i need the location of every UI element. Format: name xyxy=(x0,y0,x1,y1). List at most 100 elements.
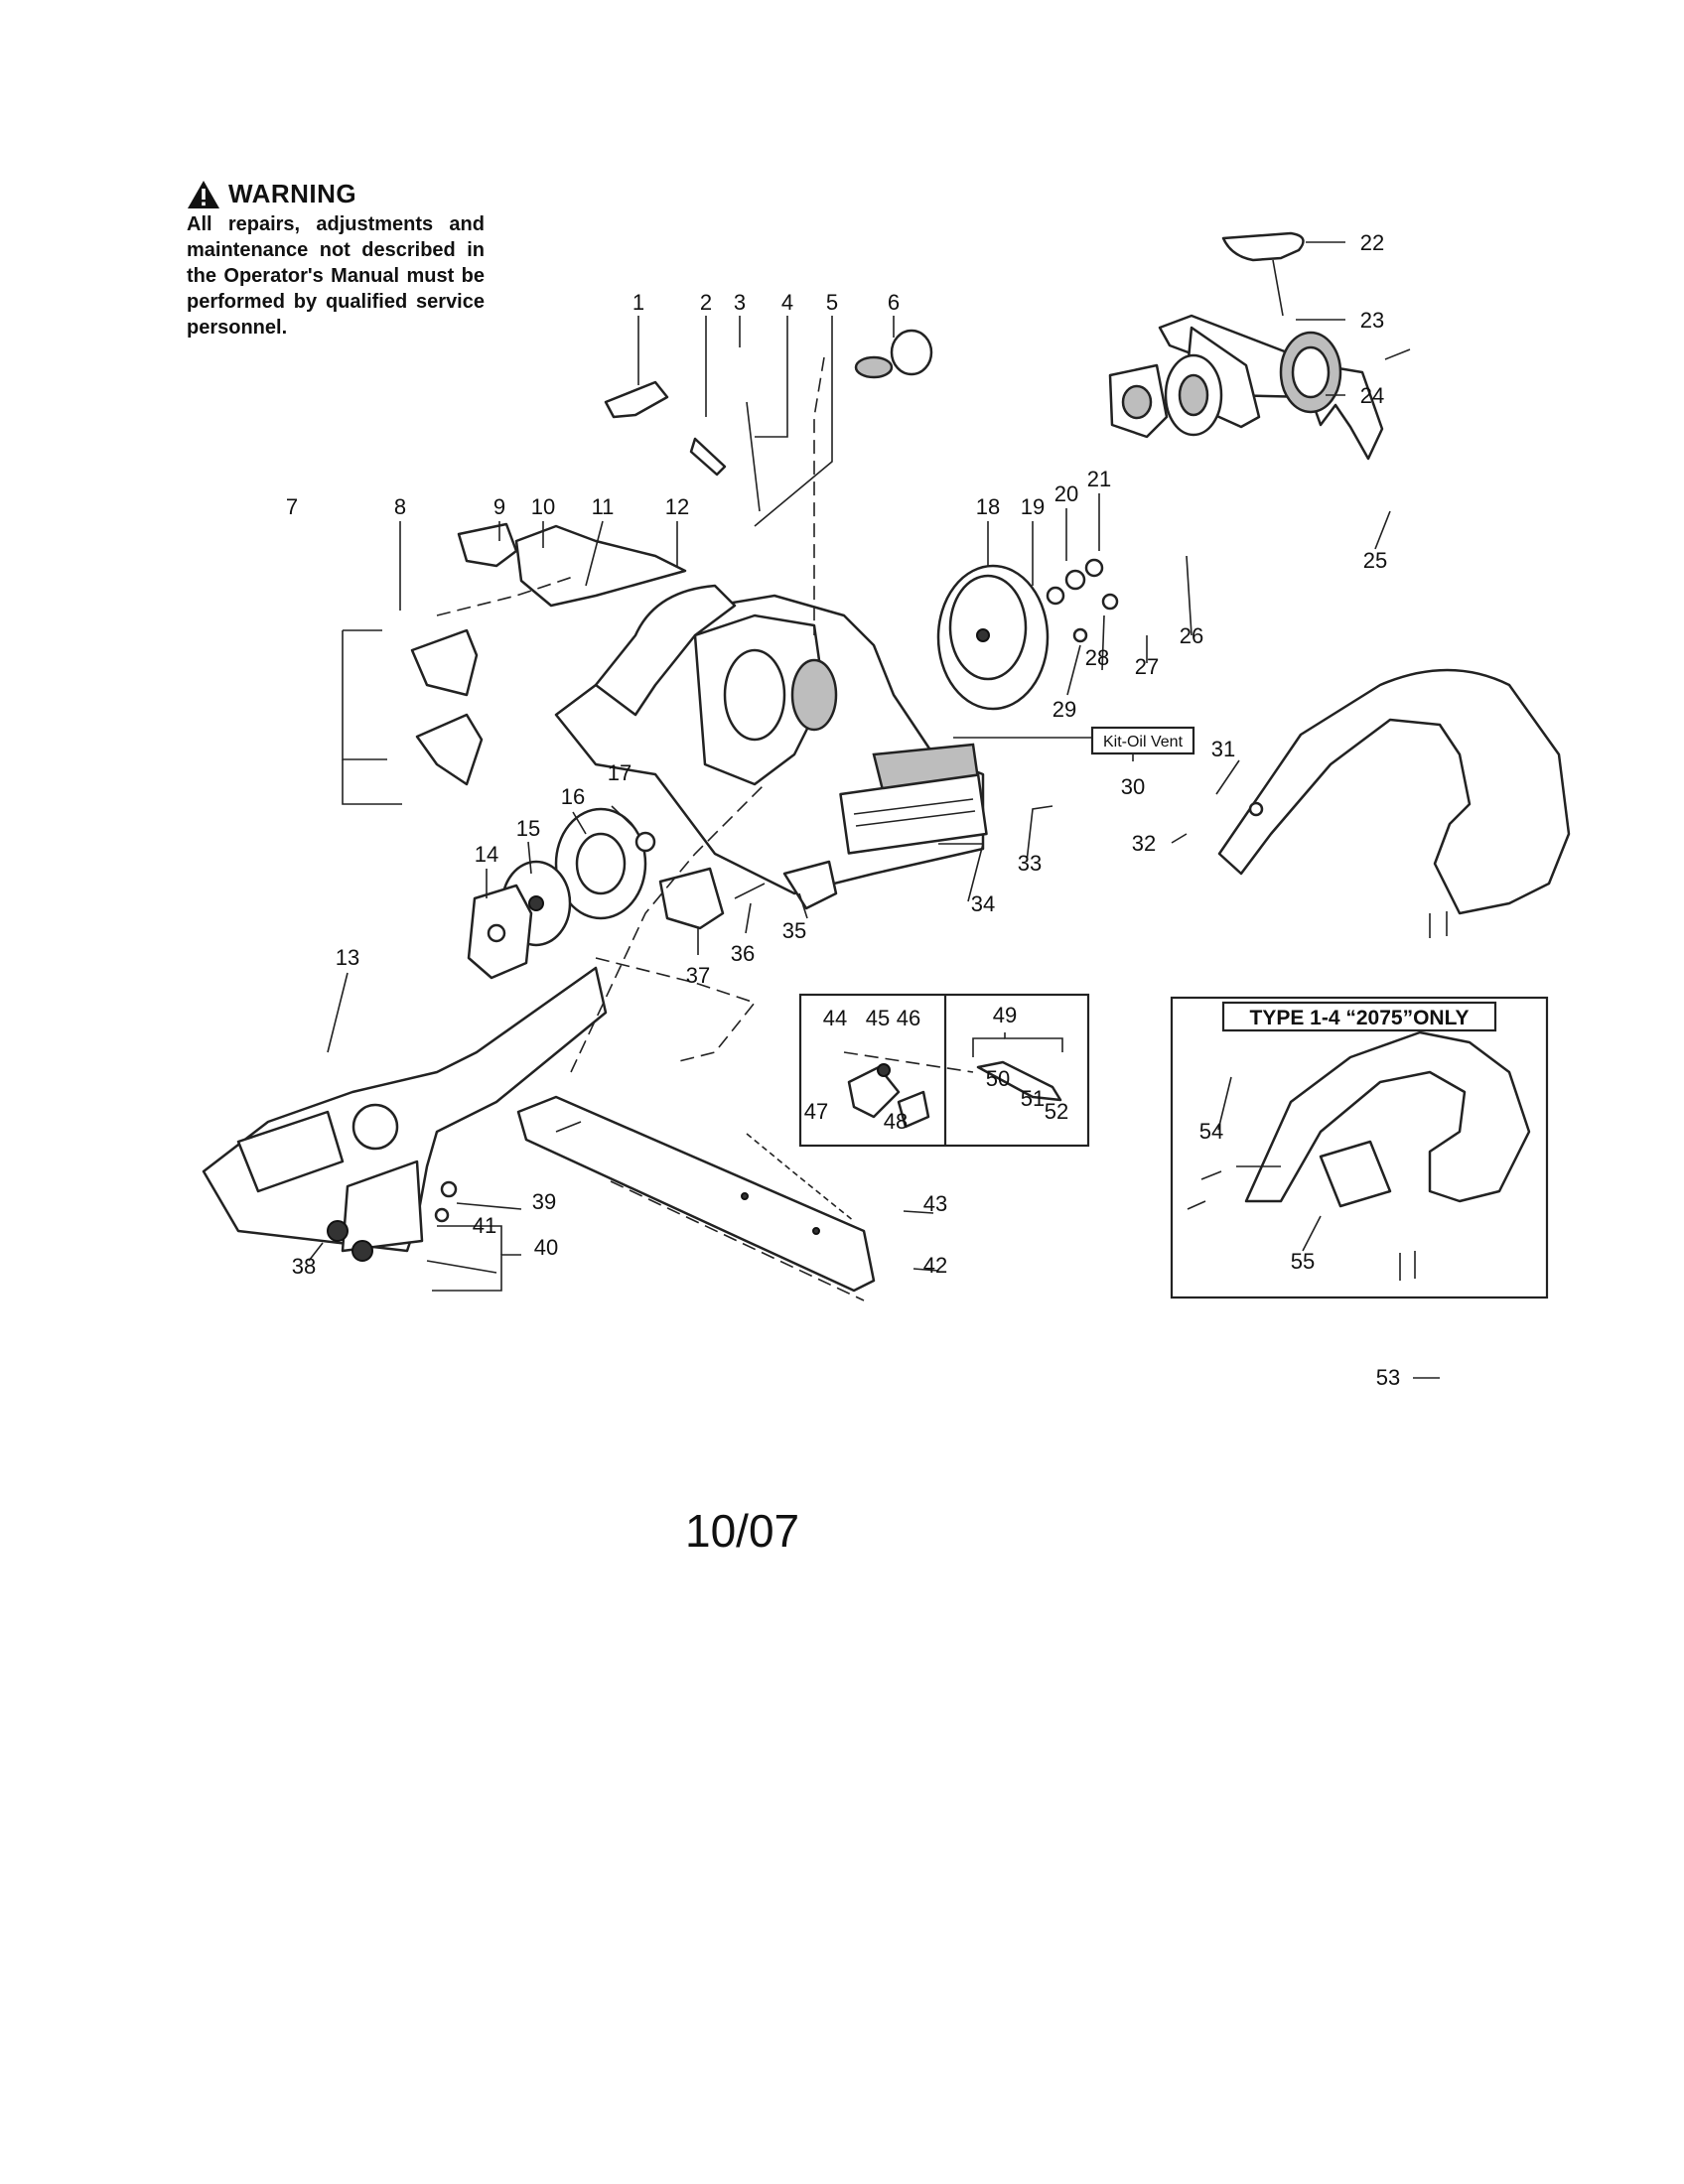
part-label-51: 51 xyxy=(1021,1086,1045,1111)
part-label-47: 47 xyxy=(804,1099,828,1124)
crankcase-body xyxy=(554,584,988,895)
part-label-25: 25 xyxy=(1363,548,1387,573)
part-label-34: 34 xyxy=(971,891,995,916)
assembly-line-c xyxy=(813,356,825,635)
type-label: TYPE 1-4 “2075”ONLY xyxy=(1250,1007,1470,1029)
type-1-4-inset xyxy=(1170,996,1549,1299)
throttle-lockout xyxy=(415,713,484,786)
part-label-52: 52 xyxy=(1045,1099,1068,1124)
part-label-50: 50 xyxy=(986,1066,1010,1091)
part-label-45: 45 xyxy=(866,1006,890,1030)
warning-triangle-icon xyxy=(188,180,219,208)
part-label-24: 24 xyxy=(1360,383,1384,408)
clutch-pawl xyxy=(1108,363,1169,439)
part-label-6: 6 xyxy=(888,290,900,315)
part-label-29: 29 xyxy=(1052,697,1076,722)
part-label-17: 17 xyxy=(608,760,632,785)
handle-front xyxy=(514,524,687,608)
guide-bar xyxy=(516,1095,876,1293)
part-label-42: 42 xyxy=(923,1253,947,1278)
leader-lines xyxy=(308,241,1440,1379)
part-label-48: 48 xyxy=(884,1109,908,1134)
throttle-lever xyxy=(604,380,727,477)
part-label-30: 30 xyxy=(1121,774,1145,799)
part-label-20: 20 xyxy=(1054,481,1078,506)
throttle-rod xyxy=(746,401,761,512)
part-label-40: 40 xyxy=(534,1235,558,1260)
part-label-43: 43 xyxy=(923,1191,947,1216)
oil-pump-cover xyxy=(658,867,725,930)
part-label-16: 16 xyxy=(561,784,585,809)
part-label-54: 54 xyxy=(1199,1119,1223,1144)
part-label-8: 8 xyxy=(394,494,406,519)
throttle-trigger xyxy=(410,628,479,697)
screw-28 xyxy=(1101,593,1119,611)
part-label-55: 55 xyxy=(1291,1249,1315,1274)
kit-oil-vent-label: Kit-Oil Vent xyxy=(1103,734,1184,751)
starter-pulley xyxy=(1164,353,1223,437)
chain-brake-lever xyxy=(782,860,838,910)
part-label-21: 21 xyxy=(1087,467,1111,491)
part-label-28: 28 xyxy=(1085,645,1109,670)
part-label-39: 39 xyxy=(532,1189,556,1214)
part-label-26: 26 xyxy=(1180,623,1203,648)
part-label-44: 44 xyxy=(823,1006,847,1030)
screw-25 xyxy=(1384,348,1411,360)
part-label-36: 36 xyxy=(731,941,755,966)
part-label-15: 15 xyxy=(516,816,540,841)
warning-block: WARNING All repairs, adjustments and mai… xyxy=(187,179,485,341)
part-label-10: 10 xyxy=(531,494,555,519)
oil-tank-cap xyxy=(854,329,933,379)
spring-29 xyxy=(1072,627,1088,643)
part-label-18: 18 xyxy=(976,494,1000,519)
saw-chain xyxy=(746,1133,855,1222)
flywheel xyxy=(936,564,1050,711)
nut-20 xyxy=(1064,569,1086,591)
part-label-7: 7 xyxy=(286,494,298,519)
washer-21 xyxy=(1084,558,1104,578)
part-label-38: 38 xyxy=(292,1254,316,1279)
interlock xyxy=(457,522,518,568)
part-label-13: 13 xyxy=(336,945,359,970)
part-label-33: 33 xyxy=(1018,851,1042,876)
part-label-19: 19 xyxy=(1021,494,1045,519)
part-label-53: 53 xyxy=(1376,1365,1400,1390)
clutch-cover xyxy=(467,884,533,980)
part-label-32: 32 xyxy=(1132,831,1156,856)
part-label-27: 27 xyxy=(1135,654,1159,679)
clutch-drum xyxy=(554,807,647,920)
bolts-53 xyxy=(1429,911,1448,938)
sprocket-cover xyxy=(202,966,608,1262)
part-label-37: 37 xyxy=(686,963,710,988)
part-label-3: 3 xyxy=(734,290,746,315)
starter-handle xyxy=(1221,231,1305,317)
type-1-4-hardware xyxy=(1187,1165,1416,1281)
chain-tensioner xyxy=(426,1180,497,1274)
part-label-23: 23 xyxy=(1360,308,1384,333)
front-handle-bar xyxy=(1217,668,1571,915)
part-label-12: 12 xyxy=(665,494,689,519)
assembly-line-b xyxy=(595,957,757,1063)
date-code: 10/07 xyxy=(685,1505,800,1557)
kit-oil-vent-box xyxy=(1090,726,1195,755)
washer-17 xyxy=(634,831,656,853)
part-label-2: 2 xyxy=(700,290,712,315)
assembly-line-a xyxy=(570,783,766,1073)
part-label-49: 49 xyxy=(993,1003,1017,1027)
part-label-35: 35 xyxy=(782,918,806,943)
part-label-4: 4 xyxy=(781,290,793,315)
part-label-22: 22 xyxy=(1360,230,1384,255)
part-label-5: 5 xyxy=(826,290,838,315)
washer-19 xyxy=(1046,586,1065,606)
part-label-9: 9 xyxy=(493,494,505,519)
warning-title: WARNING xyxy=(228,179,357,208)
part-number-labels: 1 2 3 4 5 6 7 8 9 10 11 12 13 14 15 16 1… xyxy=(286,230,1400,1390)
part-label-46: 46 xyxy=(897,1006,920,1030)
part-label-31: 31 xyxy=(1211,737,1235,761)
part-label-14: 14 xyxy=(475,842,498,867)
assembly-line-d xyxy=(436,575,577,616)
warning-text: All repairs, adjustments and maintenance… xyxy=(187,213,485,339)
assembly-line-f xyxy=(610,1180,865,1301)
part-label-11: 11 xyxy=(592,494,615,519)
